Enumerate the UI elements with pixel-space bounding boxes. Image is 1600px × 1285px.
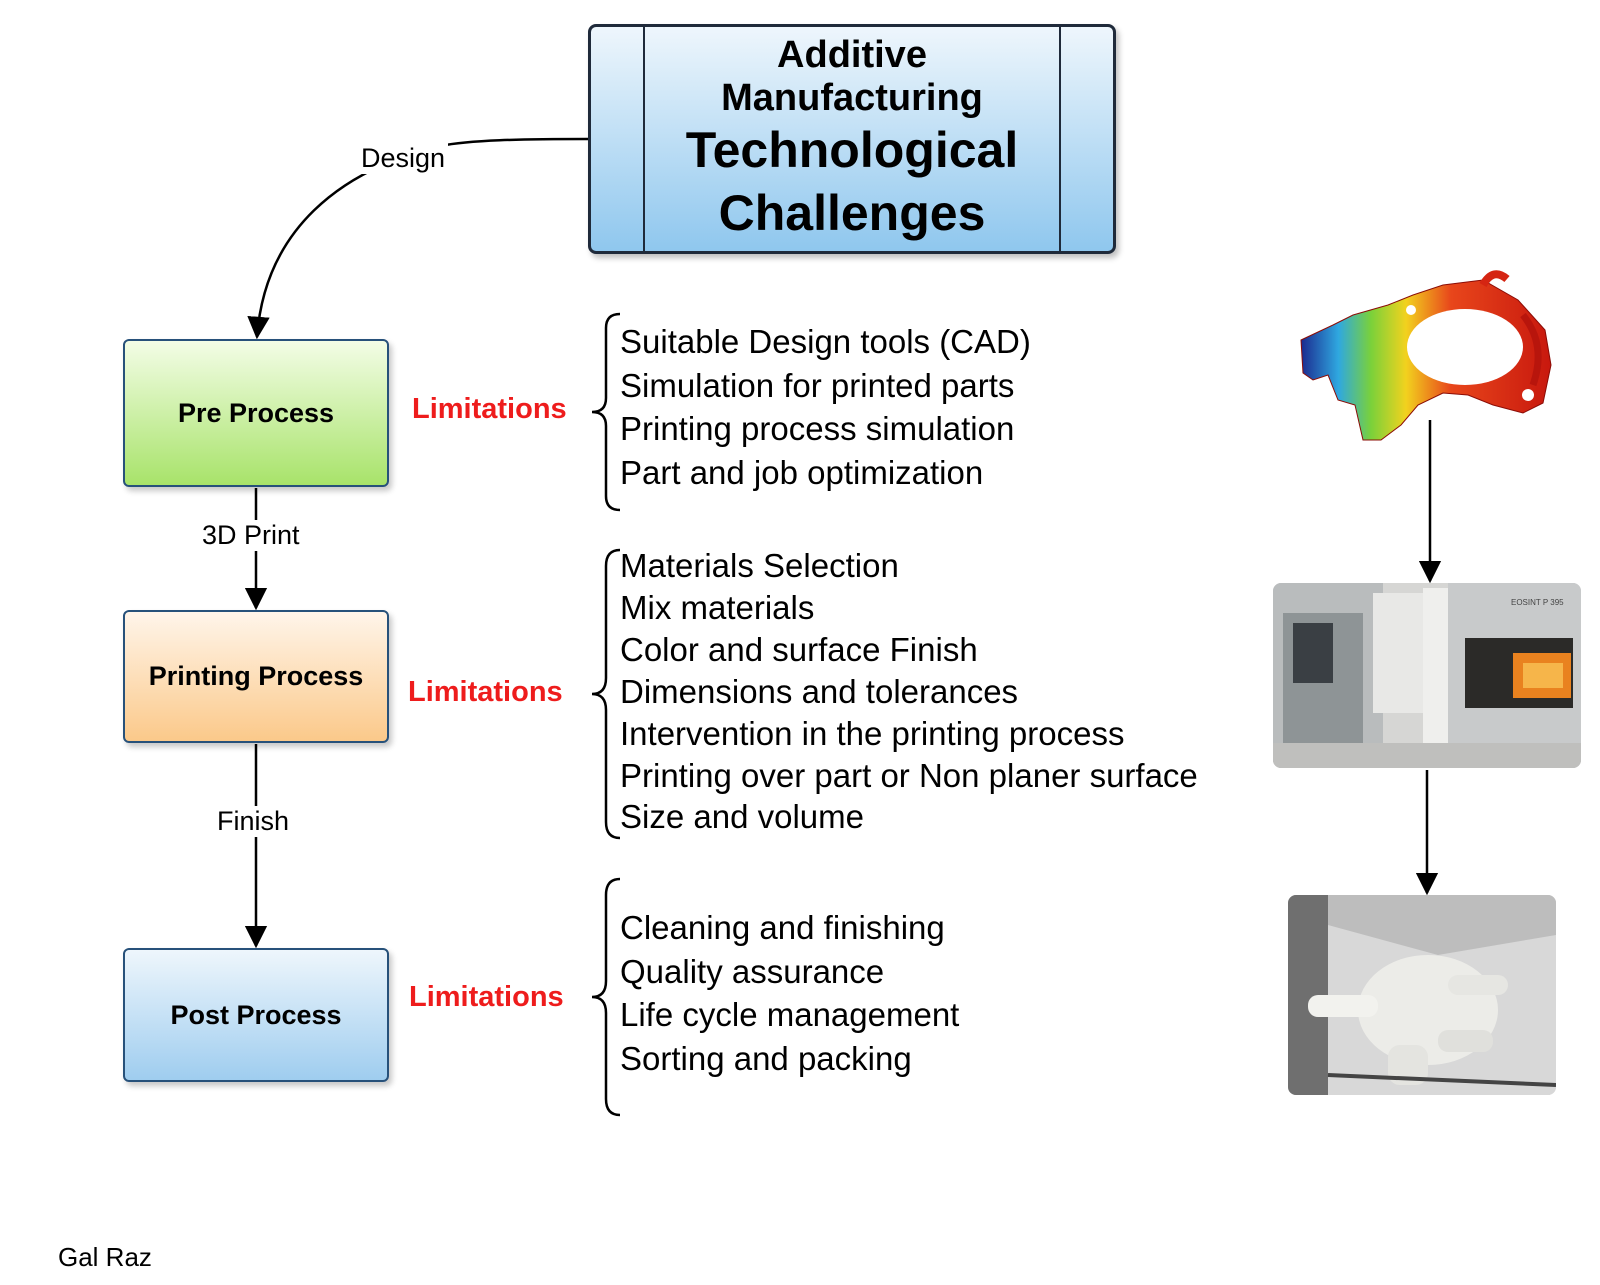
title-text: Additive Manufacturing Technological Cha… [646,27,1058,251]
simulation-part-image [1293,255,1563,470]
list-item: Mix materials [620,588,815,626]
title-box-left-bar [643,27,645,251]
list-item: Materials Selection [620,547,899,584]
list-item: Color and surface Finish [620,630,978,668]
3d-print-label: 3D Print [199,520,303,551]
list-item: Sorting and packing [620,1039,912,1077]
post-process-label: Post Process [170,999,342,1030]
pre-process-label: Pre Process [177,397,335,428]
list-item: Intervention in the printing process [620,714,1125,752]
list-item: Life cycle management [620,996,960,1034]
limitations-pre: Limitations [412,393,567,425]
brace-pre [591,312,621,512]
brace-post [591,877,621,1117]
machine-label: EOSINT P 395 [1511,598,1564,607]
list-item: Size and volume [620,798,864,836]
pre-process-box: Pre Process [123,339,389,487]
list-item: Dimensions and tolerances [620,672,1019,710]
list-item: Printing over part or Non planer surface [620,756,1198,794]
title-box: Additive Manufacturing Technological Cha… [588,24,1116,254]
list-item: Cleaning and finishing [620,909,945,946]
post-process-box: Post Process [123,948,389,1082]
post-limitations-list: Cleaning and finishing Quality assurance… [620,906,959,1080]
list-item: Simulation for printed parts [620,366,1015,404]
title-line-2: Manufacturing [721,76,983,119]
title-line-4: Challenges [718,184,986,241]
title-line-1: Additive [777,33,927,76]
list-item: Quality assurance [620,952,885,990]
brace-print [591,548,621,840]
title-box-right-bar [1059,27,1061,251]
pre-limitations-list: Suitable Design tools (CAD) Simulation f… [620,320,1031,494]
design-label: Design [358,143,449,174]
limitations-post: Limitations [409,981,564,1013]
printing-machine-photo: EOSINT P 395 [1273,583,1581,768]
print-limitations-list: Materials Selection Mix materials Color … [620,545,1198,838]
list-item: Part and job optimization [620,453,984,491]
printing-process-label: Printing Process [148,661,364,691]
list-item: Suitable Design tools (CAD) [620,323,1031,360]
title-line-3: Technological [685,122,1019,179]
list-item: Printing process simulation [620,410,1015,448]
author-credit: Gal Raz [58,1242,152,1272]
printed-part-photo [1288,895,1556,1095]
limitations-print: Limitations [408,676,563,708]
finish-label: Finish [214,806,293,837]
printing-process-box: Printing Process [123,610,389,743]
